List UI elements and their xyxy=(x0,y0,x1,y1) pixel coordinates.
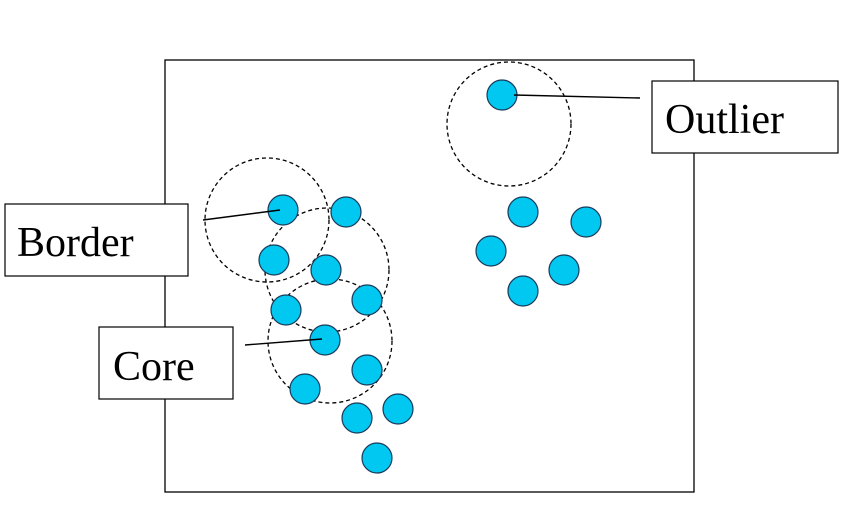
outlier-label-box xyxy=(651,80,839,154)
border-point xyxy=(267,194,299,226)
data-point xyxy=(330,196,362,228)
data-point xyxy=(270,294,302,326)
border-neighborhood xyxy=(204,157,330,283)
border-label: Border xyxy=(4,203,189,277)
epsilon-neighborhoods xyxy=(204,61,572,404)
core-label: Core xyxy=(98,326,234,400)
outlier-leader-line xyxy=(513,94,641,99)
data-point xyxy=(289,373,321,405)
core-leader-line xyxy=(244,338,323,346)
outlier-label: Outlier xyxy=(651,80,839,154)
plot-frame xyxy=(164,59,695,493)
middle-neighborhood xyxy=(264,207,390,333)
border-label-text: Border xyxy=(17,220,134,266)
core-label-text: Core xyxy=(113,344,195,390)
outlier-label-text: Outlier xyxy=(665,97,784,143)
data-points xyxy=(258,79,602,474)
outlier-point xyxy=(486,79,518,111)
data-point xyxy=(475,235,507,267)
data-point xyxy=(507,275,539,307)
data-point xyxy=(351,284,383,316)
data-point xyxy=(548,254,580,286)
data-point xyxy=(258,244,290,276)
border-leader-line xyxy=(202,209,281,221)
outlier-neighborhood xyxy=(446,61,572,187)
core-neighborhood xyxy=(267,278,393,404)
core-label-box xyxy=(98,326,234,400)
data-point xyxy=(310,254,342,286)
data-point xyxy=(382,393,414,425)
data-point xyxy=(351,354,383,386)
data-point xyxy=(361,442,393,474)
border-label-box xyxy=(4,203,189,277)
data-point xyxy=(570,206,602,238)
data-point xyxy=(341,402,373,434)
data-point xyxy=(507,196,539,228)
